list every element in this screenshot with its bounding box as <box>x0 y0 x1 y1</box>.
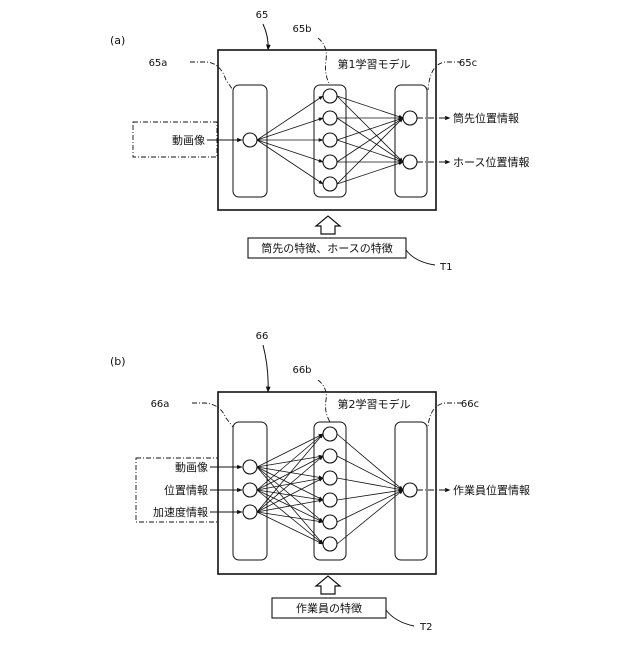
hidden-node <box>323 111 337 125</box>
input-label: 動画像 <box>172 133 205 147</box>
input-label: 加速度情報 <box>153 505 208 519</box>
hidden-layer-ref: 66b <box>292 365 311 376</box>
input-node <box>243 133 257 147</box>
panel-b: (b) 66 第2学習モデル 66a 66b 66c 動画像位置情報加速度情報 作業員位置情報… <box>110 331 530 633</box>
model-title: 第1学習モデル <box>338 57 411 71</box>
input-layer-ref-leader <box>192 403 233 427</box>
connection-hidden-output <box>337 96 403 118</box>
output-label: 作業員位置情報 <box>453 483 530 497</box>
connection-hidden-output <box>337 118 403 184</box>
panel-a: (a) 65 第1学習モデル 65a 65b 65c 動画像 筒先位置情報ホース位置情報筒先の… <box>110 10 529 273</box>
input-label: 動画像 <box>175 460 208 474</box>
model-ref-leader <box>263 24 268 50</box>
panel-label: (a) <box>110 34 125 47</box>
connection-hidden-output <box>337 456 403 490</box>
hidden-layer-ref: 65b <box>292 24 311 35</box>
feature-ref-leader <box>386 610 414 626</box>
feature-ref: T2 <box>419 622 432 633</box>
connection-hidden-output <box>337 478 403 490</box>
hidden-node <box>323 133 337 147</box>
feature-ref: T1 <box>439 262 452 273</box>
hidden-layer-ref-leader <box>318 38 330 85</box>
output-node <box>403 155 417 169</box>
hidden-layer-ref-leader <box>318 380 330 422</box>
connection-hidden-output <box>337 118 403 140</box>
input-node <box>243 460 257 474</box>
output-layer-ref: 66c <box>461 399 479 410</box>
output-layer-ref-leader <box>428 62 462 90</box>
hidden-node <box>323 427 337 441</box>
model-ref-number: 66 <box>256 331 269 342</box>
output-layer-ref: 65c <box>459 58 477 69</box>
panel-label: (b) <box>110 355 126 368</box>
model-ref-leader <box>263 345 268 392</box>
input-layer-ref-leader <box>190 62 233 90</box>
output-layer-ref-leader <box>428 403 462 427</box>
output-label: 筒先位置情報 <box>453 111 519 125</box>
feature-ref-leader <box>406 250 435 265</box>
hidden-node <box>323 493 337 507</box>
output-node <box>403 111 417 125</box>
input-node <box>243 505 257 519</box>
connection-hidden-output <box>337 434 403 490</box>
output-node <box>403 483 417 497</box>
input-label: 位置情報 <box>164 483 208 497</box>
hidden-node <box>323 177 337 191</box>
input-layer-ref: 66a <box>151 399 170 410</box>
input-node <box>243 483 257 497</box>
feature-up-arrow <box>316 576 340 594</box>
hidden-node <box>323 537 337 551</box>
model-ref-number: 65 <box>256 10 269 21</box>
model-title: 第2学習モデル <box>338 397 411 411</box>
hidden-node <box>323 449 337 463</box>
hidden-node <box>323 155 337 169</box>
feature-label: 筒先の特徴、ホースの特徴 <box>261 241 392 255</box>
output-label: ホース位置情報 <box>453 155 529 169</box>
input-layer-ref: 65a <box>149 58 168 69</box>
connection-hidden-output <box>337 162 403 184</box>
output-layer-box <box>395 85 427 197</box>
feature-up-arrow <box>316 216 340 234</box>
hidden-node <box>323 471 337 485</box>
hidden-node <box>323 515 337 529</box>
hidden-node <box>323 89 337 103</box>
feature-label: 作業員の特徴 <box>296 601 362 615</box>
